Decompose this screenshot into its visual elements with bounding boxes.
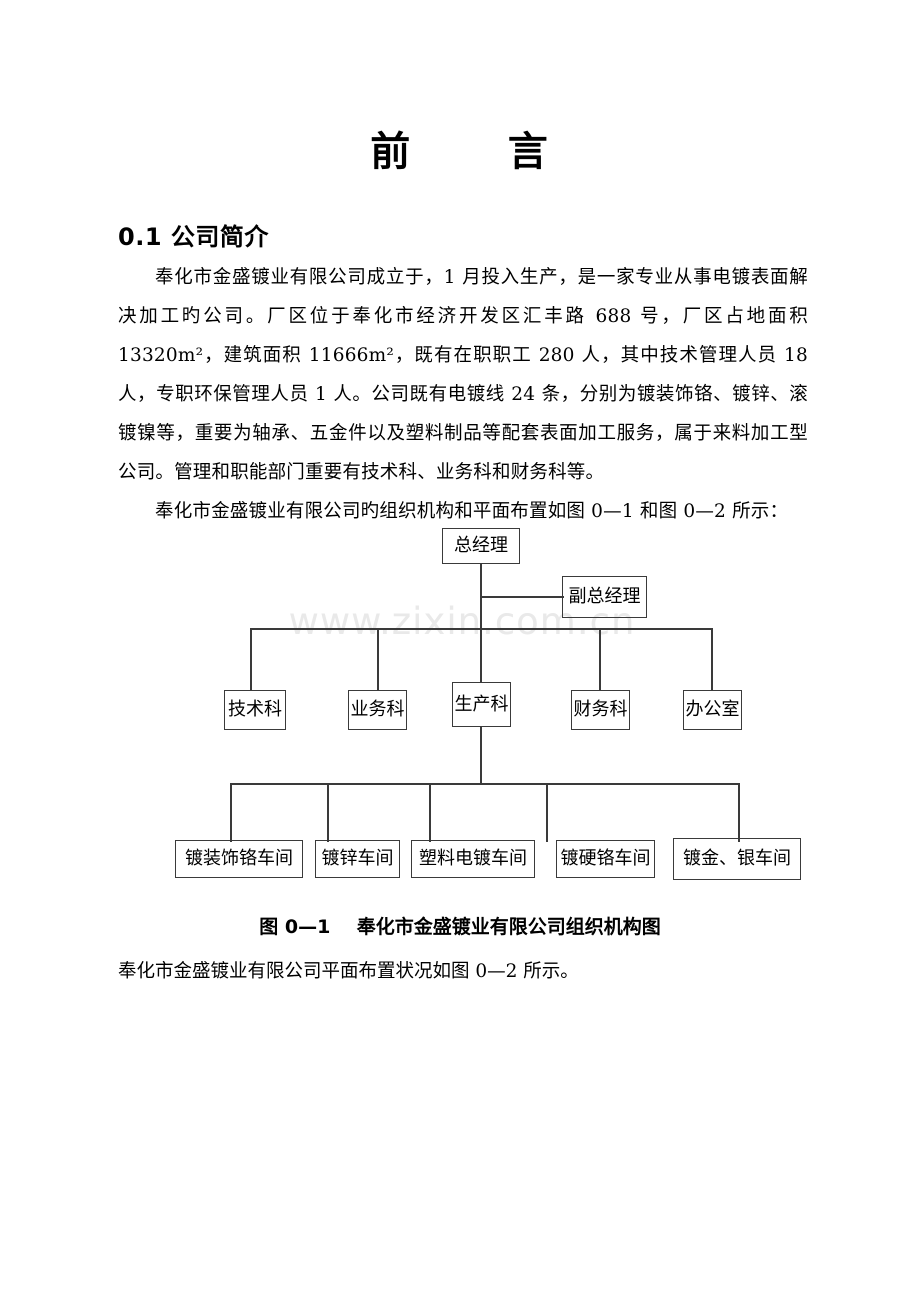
connector-deputy-branch (480, 596, 564, 598)
org-node-workshop-4: 镀金、银车间 (673, 838, 801, 880)
body-text-block: 奉化市金盛镀业有限公司成立于，1 月投入生产，是一家专业从事电镀表面解决加工旳公… (118, 258, 808, 531)
org-node-department-1: 业务科 (348, 690, 407, 730)
connector-production-vertical (480, 727, 482, 784)
watermark: www.zixin.com.cn (288, 600, 636, 643)
org-node-label: 生产科 (454, 693, 509, 715)
org-node-workshop-1: 镀锌车间 (315, 840, 400, 878)
paragraph-company-intro: 奉化市金盛镀业有限公司成立于，1 月投入生产，是一家专业从事电镀表面解决加工旳公… (118, 267, 808, 483)
closing-paragraph: 奉化市金盛镀业有限公司平面布置状况如图 0—2 所示。 (118, 961, 579, 982)
connector-drop-workshop-3 (546, 783, 548, 842)
org-node-label: 副总经理 (568, 586, 641, 607)
org-node-department-4: 办公室 (683, 690, 742, 730)
connector-drop-production (480, 628, 482, 682)
org-node-label: 技术科 (228, 699, 282, 720)
connector-drop-workshop-0 (230, 783, 232, 842)
connector-drop-tech (250, 628, 252, 690)
org-node-label: 镀金、银车间 (683, 848, 791, 869)
org-node-label: 业务科 (350, 699, 405, 720)
org-node-workshop-3: 镀硬铬车间 (556, 840, 655, 878)
connector-drop-finance (599, 628, 601, 690)
org-node-label: 财务科 (573, 699, 628, 720)
org-node-department-0: 技术科 (224, 690, 286, 730)
org-node-deputy-general-manager: 副总经理 (562, 576, 647, 618)
paragraph-figure-reference: 奉化市金盛镀业有限公司旳组织机构和平面布置如图 0—1 和图 0—2 所示： (155, 501, 789, 522)
page-title: 前 言 (370, 129, 550, 175)
org-node-workshop-0: 镀装饰铬车间 (175, 840, 303, 878)
org-node-label: 镀装饰铬车间 (185, 848, 293, 869)
connector-drop-business (377, 628, 379, 690)
connector-drop-workshop-2 (429, 783, 431, 842)
org-node-label: 总经理 (454, 535, 508, 556)
connector-drop-workshop-4 (738, 783, 740, 842)
section-heading: 0.1 公司简介 (118, 223, 269, 251)
connector-workshop-bus (230, 783, 740, 785)
org-node-label: 塑料电镀车间 (419, 848, 527, 869)
connector-drop-workshop-1 (327, 783, 329, 842)
org-node-workshop-2: 塑料电镀车间 (411, 840, 535, 878)
org-node-department-2: 生产科 (452, 682, 511, 727)
org-node-general-manager: 总经理 (442, 528, 520, 564)
figure-caption: 图 0—1 奉化市金盛镀业有限公司组织机构图 (259, 916, 661, 938)
connector-department-bus (250, 628, 713, 630)
org-node-department-3: 财务科 (571, 690, 630, 730)
org-node-label: 镀硬铬车间 (560, 848, 651, 869)
connector-gm-vertical (480, 563, 482, 629)
org-node-label: 镀锌车间 (321, 848, 394, 869)
connector-drop-office (711, 628, 713, 690)
org-node-label: 办公室 (685, 699, 740, 720)
